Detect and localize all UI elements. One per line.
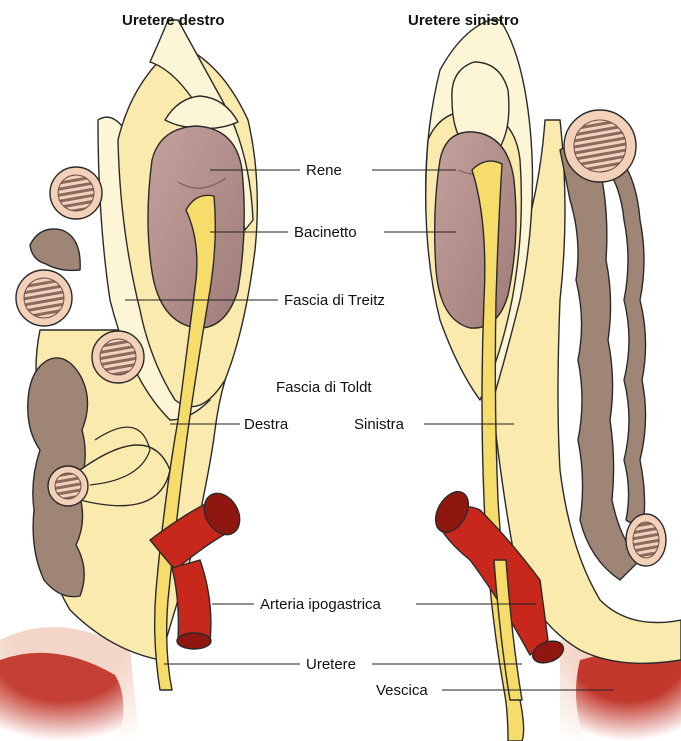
left-kidney bbox=[435, 132, 516, 328]
label-ureter: Uretere bbox=[306, 656, 356, 673]
heading-left-ureter: Uretere sinistro bbox=[408, 12, 519, 29]
left-colon-section-1 bbox=[564, 110, 636, 182]
label-pelvis: Bacinetto bbox=[294, 224, 357, 241]
label-hypogastric-artery: Arteria ipogastrica bbox=[260, 596, 382, 613]
heading-right-ureter: Uretere destro bbox=[122, 12, 225, 29]
label-toldt-right: Destra bbox=[244, 416, 289, 433]
label-kidney: Rene bbox=[306, 162, 342, 179]
left-colon-section-2 bbox=[626, 514, 666, 566]
right-ureter-panel bbox=[0, 20, 257, 741]
label-bladder: Vescica bbox=[376, 682, 428, 699]
left-ureter-panel bbox=[426, 20, 681, 741]
label-toldt-left: Sinistra bbox=[354, 416, 405, 433]
right-colon-section-2 bbox=[16, 270, 72, 326]
left-bladder bbox=[576, 653, 681, 741]
label-toldt-fascia: Fascia di Toldt bbox=[276, 379, 372, 396]
label-treitz-fascia: Fascia di Treitz bbox=[284, 292, 385, 309]
right-colon-section-1 bbox=[50, 167, 102, 219]
right-colon-section-4 bbox=[48, 466, 88, 506]
right-colon-section-3 bbox=[92, 331, 144, 383]
right-colon-upper bbox=[30, 229, 80, 270]
